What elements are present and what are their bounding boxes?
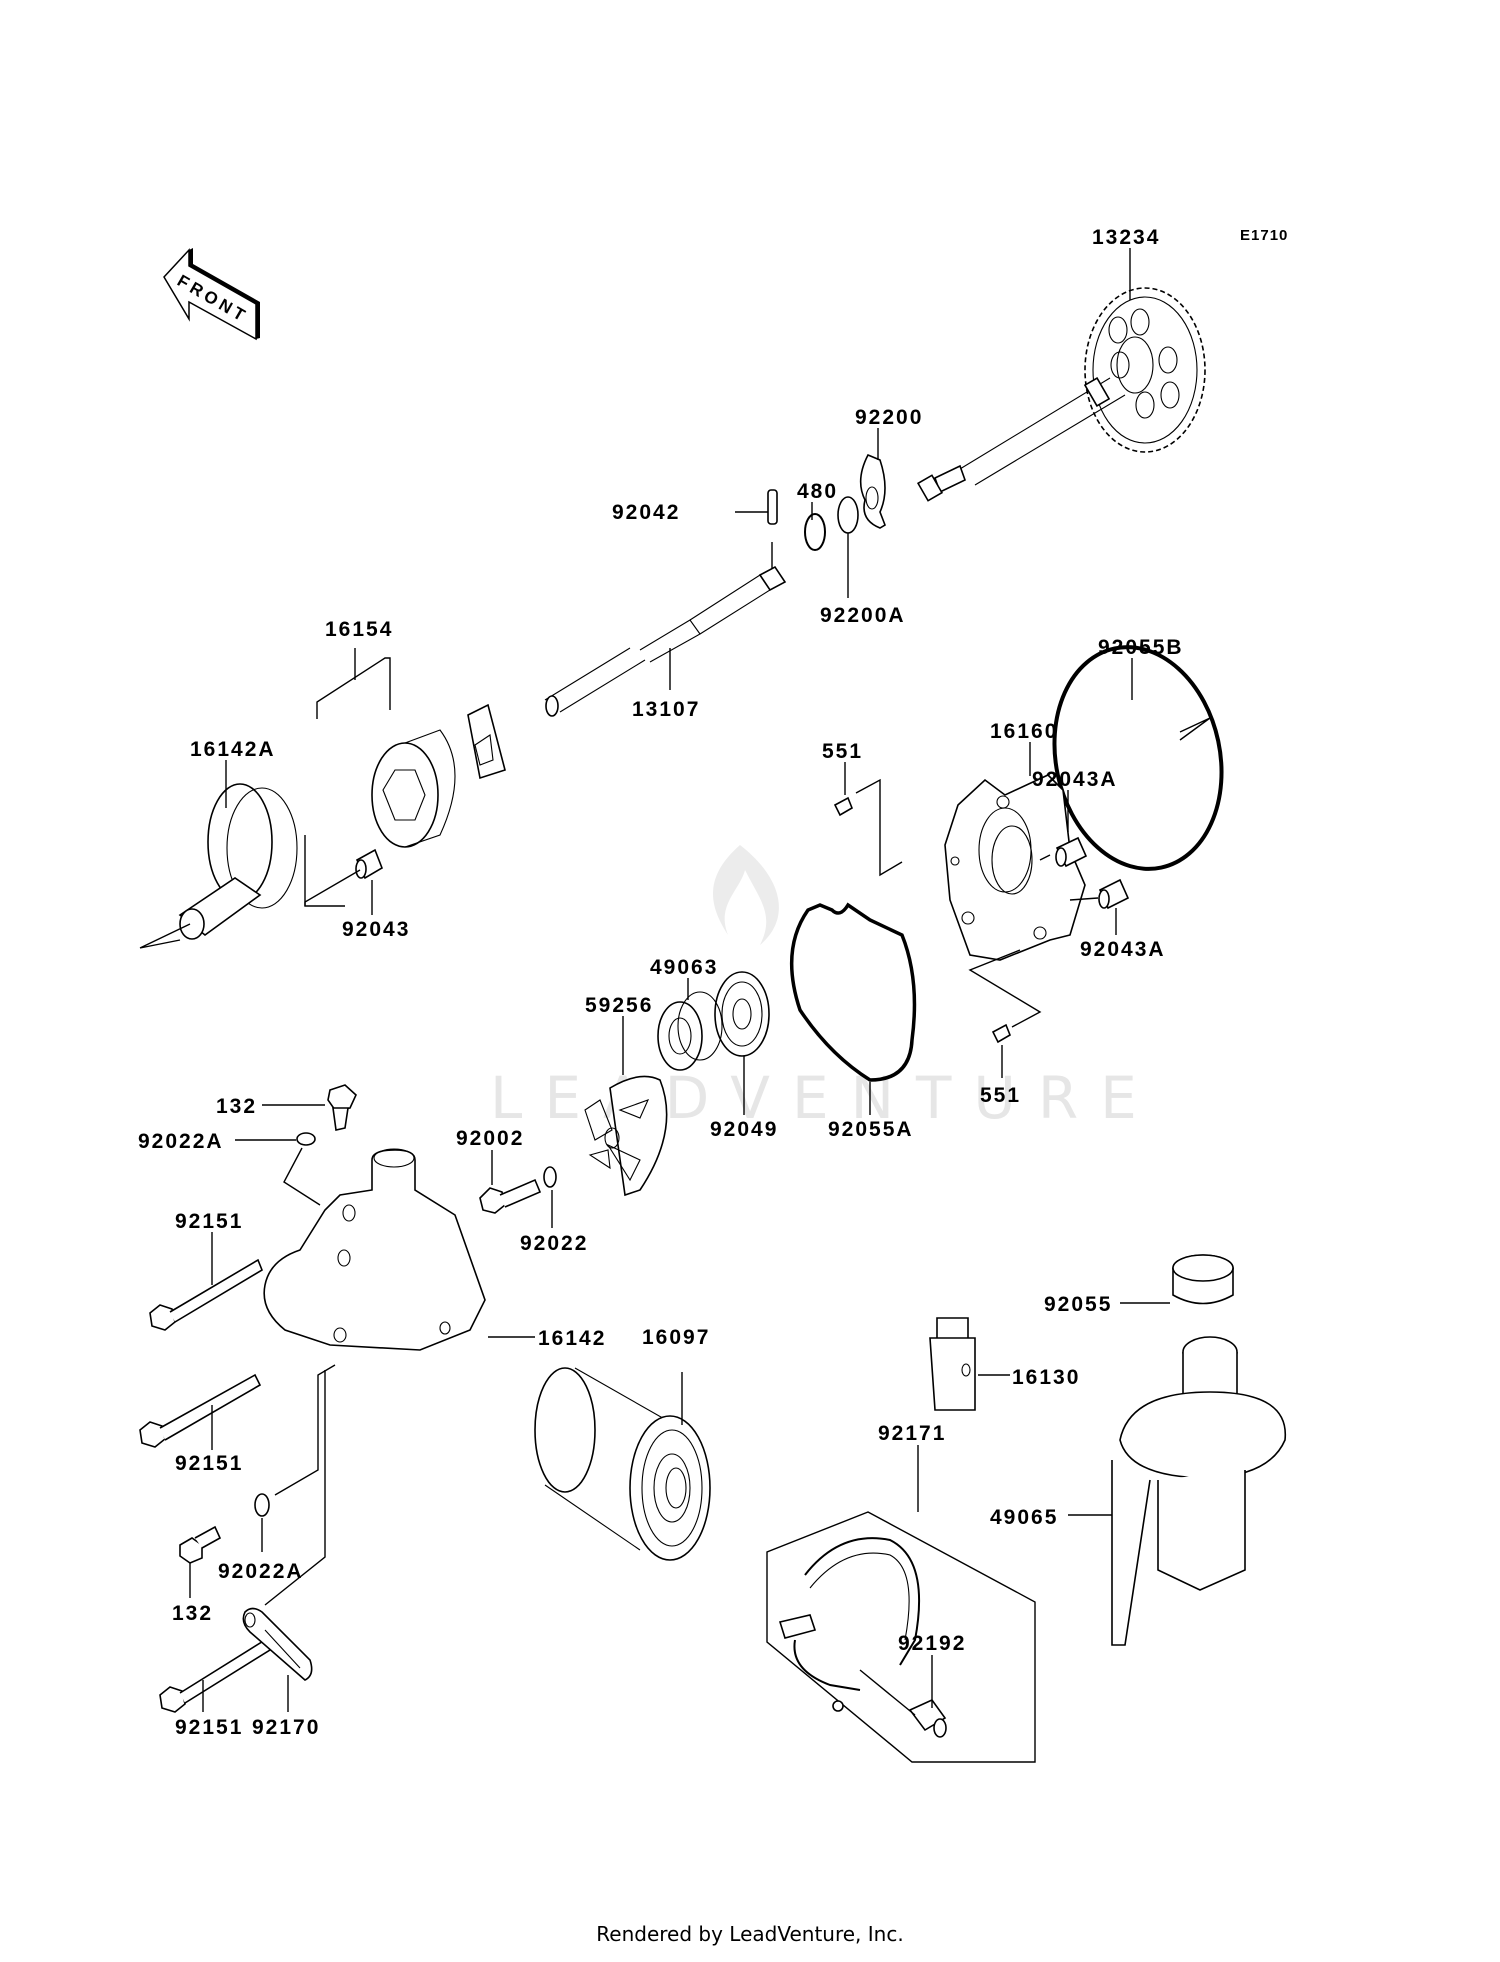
label-49065[interactable]: 49065 [990, 1506, 1058, 1529]
bracket-92022A-top [283, 1147, 321, 1206]
part-92042-pin[interactable] [767, 489, 778, 525]
label-92042[interactable]: 92042 [612, 501, 680, 524]
part-16154-rotor-set[interactable] [371, 703, 506, 848]
bracket-551-bottom [968, 949, 1042, 1028]
diagram-code: E1710 [1240, 227, 1288, 244]
label-16097[interactable]: 16097 [642, 1326, 710, 1349]
part-92151-bolt-b[interactable] [139, 1373, 262, 1448]
bracket-16154 [316, 657, 391, 719]
label-16130[interactable]: 16130 [1012, 1366, 1080, 1389]
label-551-bottom[interactable]: 551 [980, 1084, 1021, 1107]
part-92002-bolt[interactable] [479, 1178, 542, 1214]
label-59256[interactable]: 59256 [585, 994, 653, 1017]
watermark: LEADVENTURE [490, 845, 1159, 1132]
label-49063[interactable]: 49063 [650, 956, 718, 979]
part-92200-plate[interactable] [859, 453, 886, 529]
label-92055[interactable]: 92055 [1044, 1293, 1112, 1316]
label-92049[interactable]: 92049 [710, 1118, 778, 1141]
label-92171[interactable]: 92171 [878, 1422, 946, 1445]
label-92192[interactable]: 92192 [898, 1632, 966, 1655]
front-arrow: FRONT [163, 248, 260, 341]
label-92022A-bottom[interactable]: 92022A [218, 1560, 304, 1583]
leader-92043A-bottom-axis [1069, 897, 1099, 901]
part-92049-bearing[interactable] [714, 971, 770, 1057]
label-16154[interactable]: 16154 [325, 618, 393, 641]
part-92043A-dowel-bottom[interactable] [1098, 878, 1130, 910]
label-16142[interactable]: 16142 [538, 1327, 606, 1350]
label-92200[interactable]: 92200 [855, 406, 923, 429]
part-92055A-oring[interactable] [789, 902, 917, 1082]
part-132-bolt-bottom[interactable] [179, 1525, 222, 1564]
part-49065-filter-element[interactable] [1111, 1336, 1287, 1646]
label-92043A-bottom[interactable]: 92043A [1080, 938, 1166, 961]
label-480[interactable]: 480 [797, 480, 838, 503]
label-92043[interactable]: 92043 [342, 918, 410, 941]
label-92151-b[interactable]: 92151 [175, 1452, 243, 1475]
part-551-dowel-top[interactable] [833, 796, 853, 817]
part-16160-pump-cover[interactable] [944, 774, 1086, 961]
label-92055B[interactable]: 92055B [1098, 636, 1184, 659]
part-16142-pump-cover[interactable] [263, 1148, 486, 1351]
part-92192-sleeve[interactable] [908, 1699, 947, 1738]
label-132-top[interactable]: 132 [216, 1095, 257, 1118]
part-92043-dowel[interactable] [355, 848, 383, 880]
watermark-flame-icon [713, 845, 779, 945]
part-13234-shaft[interactable] [916, 377, 1126, 502]
label-13234[interactable]: 13234 [1092, 226, 1160, 249]
label-92151-c[interactable]: 92151 [175, 1716, 243, 1739]
part-92022A-washer-top[interactable] [296, 1132, 316, 1146]
part-16142A-pump-body[interactable] [139, 783, 298, 949]
part-13234-gear[interactable] [1084, 287, 1206, 453]
label-92151-a[interactable]: 92151 [175, 1210, 243, 1233]
part-92200A-washer[interactable] [837, 496, 859, 534]
bracket-92043 [304, 869, 361, 906]
part-59256-impeller[interactable] [584, 1075, 668, 1197]
part-92022A-washer-bottom[interactable] [254, 1493, 270, 1517]
bracket-16142A [304, 835, 345, 907]
part-92151-bolt-a[interactable] [149, 1258, 263, 1331]
part-92055B-oring[interactable] [1035, 631, 1242, 884]
part-92171-filter-wrench[interactable] [778, 1537, 921, 1712]
part-49063-seal[interactable] [657, 991, 723, 1071]
leader-92043A-top-axis [1039, 854, 1051, 861]
label-92002[interactable]: 92002 [456, 1127, 524, 1150]
label-16160[interactable]: 16160 [990, 720, 1058, 743]
label-92200A[interactable]: 92200A [820, 604, 906, 627]
part-132-bolt-top[interactable] [327, 1084, 357, 1131]
part-13107-shaft[interactable] [544, 565, 787, 717]
label-92170[interactable]: 92170 [252, 1716, 320, 1739]
bracket-92170 [264, 1370, 326, 1606]
arrow-92055B [1179, 717, 1211, 741]
watermark-text: LEADVENTURE [490, 1064, 1159, 1132]
label-92022A-top[interactable]: 92022A [138, 1130, 224, 1153]
part-92043A-dowel-top[interactable] [1055, 836, 1088, 868]
part-92170-bracket[interactable] [242, 1607, 313, 1681]
part-16130-fitting[interactable] [929, 1317, 976, 1411]
label-92043A-top[interactable]: 92043A [1032, 768, 1118, 791]
part-92022-washer[interactable] [543, 1166, 557, 1188]
part-16097-oil-filter[interactable] [534, 1367, 711, 1561]
footer-credit: Rendered by LeadVenture, Inc. [596, 1922, 904, 1946]
leader-92192-axis [859, 1669, 916, 1716]
part-551-dowel-bottom[interactable] [991, 1023, 1011, 1044]
part-92151-bolt-c[interactable] [159, 1638, 272, 1713]
label-92055A[interactable]: 92055A [828, 1118, 914, 1141]
bracket-92171-kit [766, 1511, 1036, 1763]
label-92022[interactable]: 92022 [520, 1232, 588, 1255]
label-551-top[interactable]: 551 [822, 740, 863, 763]
label-132-bottom[interactable]: 132 [172, 1602, 213, 1625]
bracket-92022A-bottom [274, 1364, 336, 1496]
part-480-circlip[interactable] [804, 513, 826, 551]
part-92055-plug[interactable] [1172, 1254, 1234, 1305]
bracket-551-top [855, 778, 903, 877]
label-16142A[interactable]: 16142A [190, 738, 276, 761]
label-13107[interactable]: 13107 [632, 698, 700, 721]
